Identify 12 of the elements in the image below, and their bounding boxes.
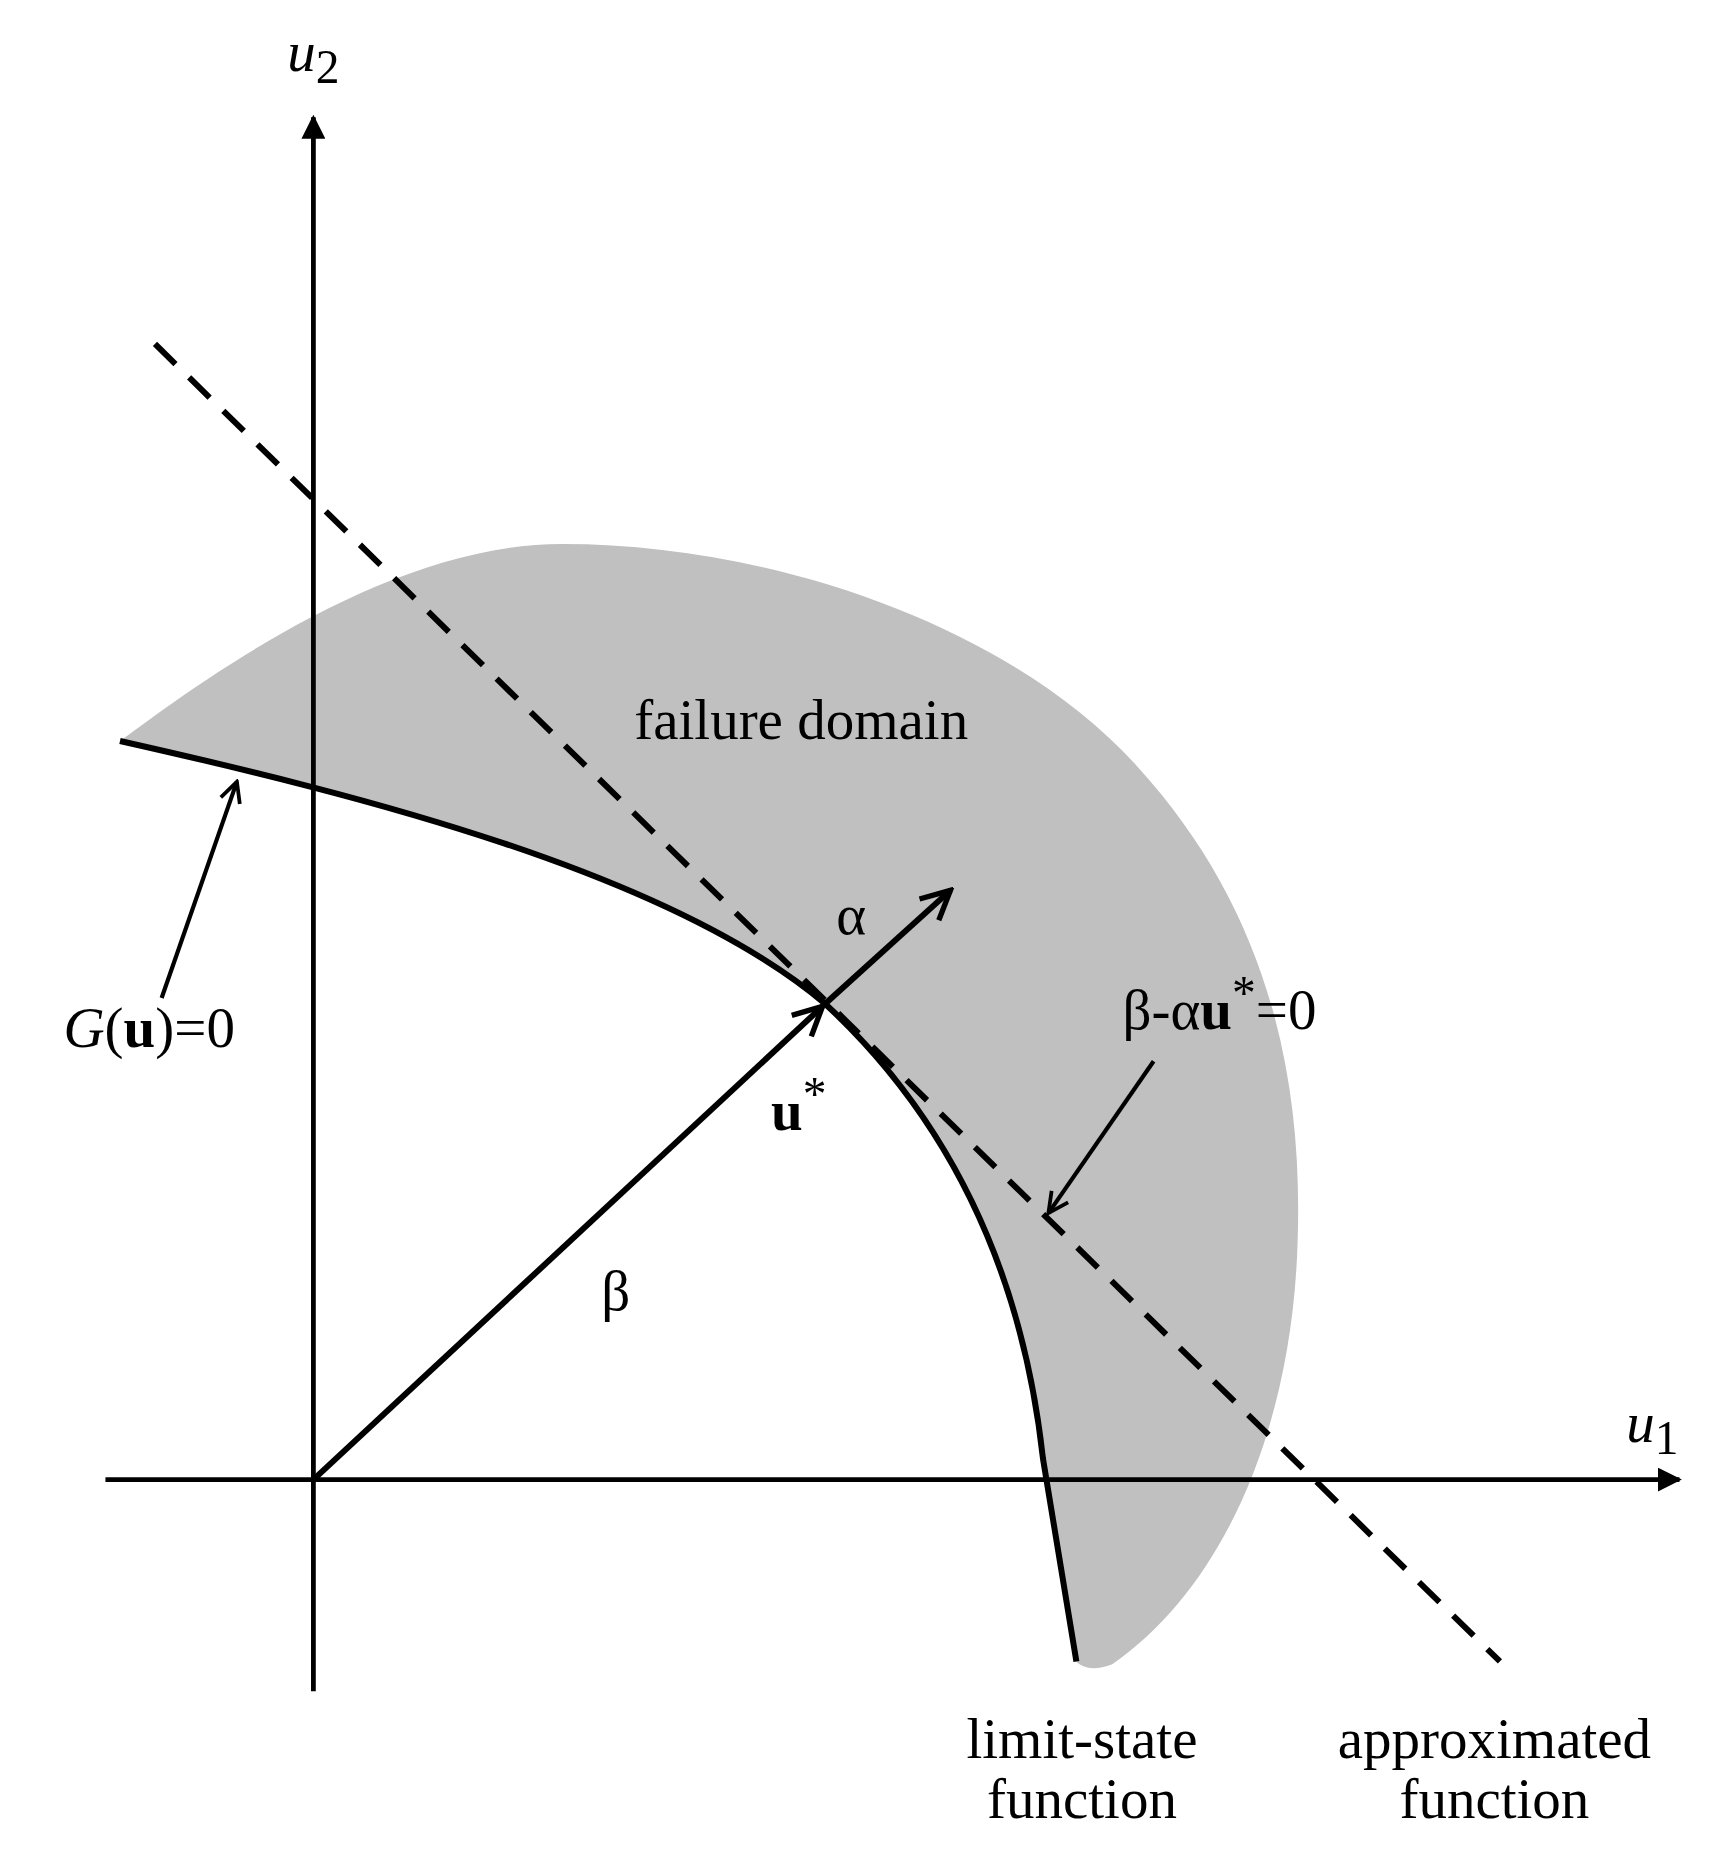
leader-line [1046, 1060, 1156, 1215]
line-label: approximated function [1336, 1709, 1653, 1830]
vector-label: β [601, 1261, 631, 1321]
axis-label: u$_{1}$ [1626, 1393, 1679, 1465]
region-label: failure domain [633, 689, 970, 750]
axis-label: u$_{2}$ [287, 21, 340, 94]
equation-label: β-αu$^{*}$=0 [1122, 968, 1317, 1040]
vector-label: α [836, 884, 867, 945]
point-label: u$^{*}$ [771, 1070, 827, 1142]
leader-line [159, 779, 242, 999]
curve-label: limit-state function [965, 1709, 1199, 1830]
equation-label: G(u)=0 [63, 998, 235, 1058]
